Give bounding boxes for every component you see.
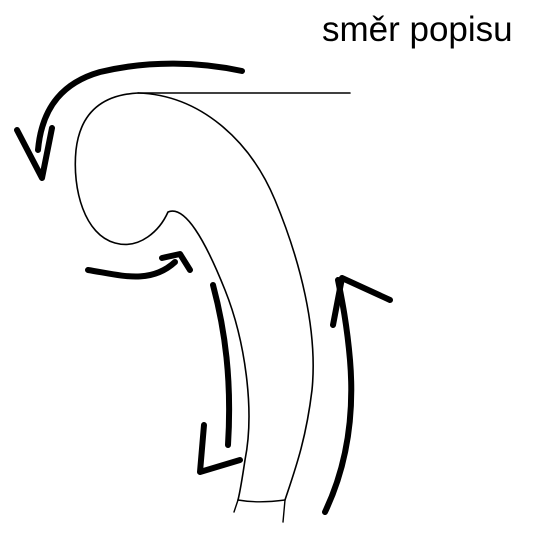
arrow-top-arc (38, 64, 242, 150)
arrow-top-head (17, 128, 52, 178)
shape-bottom-tick-left (234, 500, 238, 512)
arrow-up-shaft (325, 280, 351, 512)
arrow-notch-shaft (88, 262, 175, 277)
shape-outline-left (75, 93, 249, 500)
arrow-down-shaft (213, 285, 229, 445)
arrow-down-head (200, 425, 240, 472)
shape-bottom-tick-right (283, 500, 285, 522)
shape-bottom-edge (238, 500, 285, 502)
